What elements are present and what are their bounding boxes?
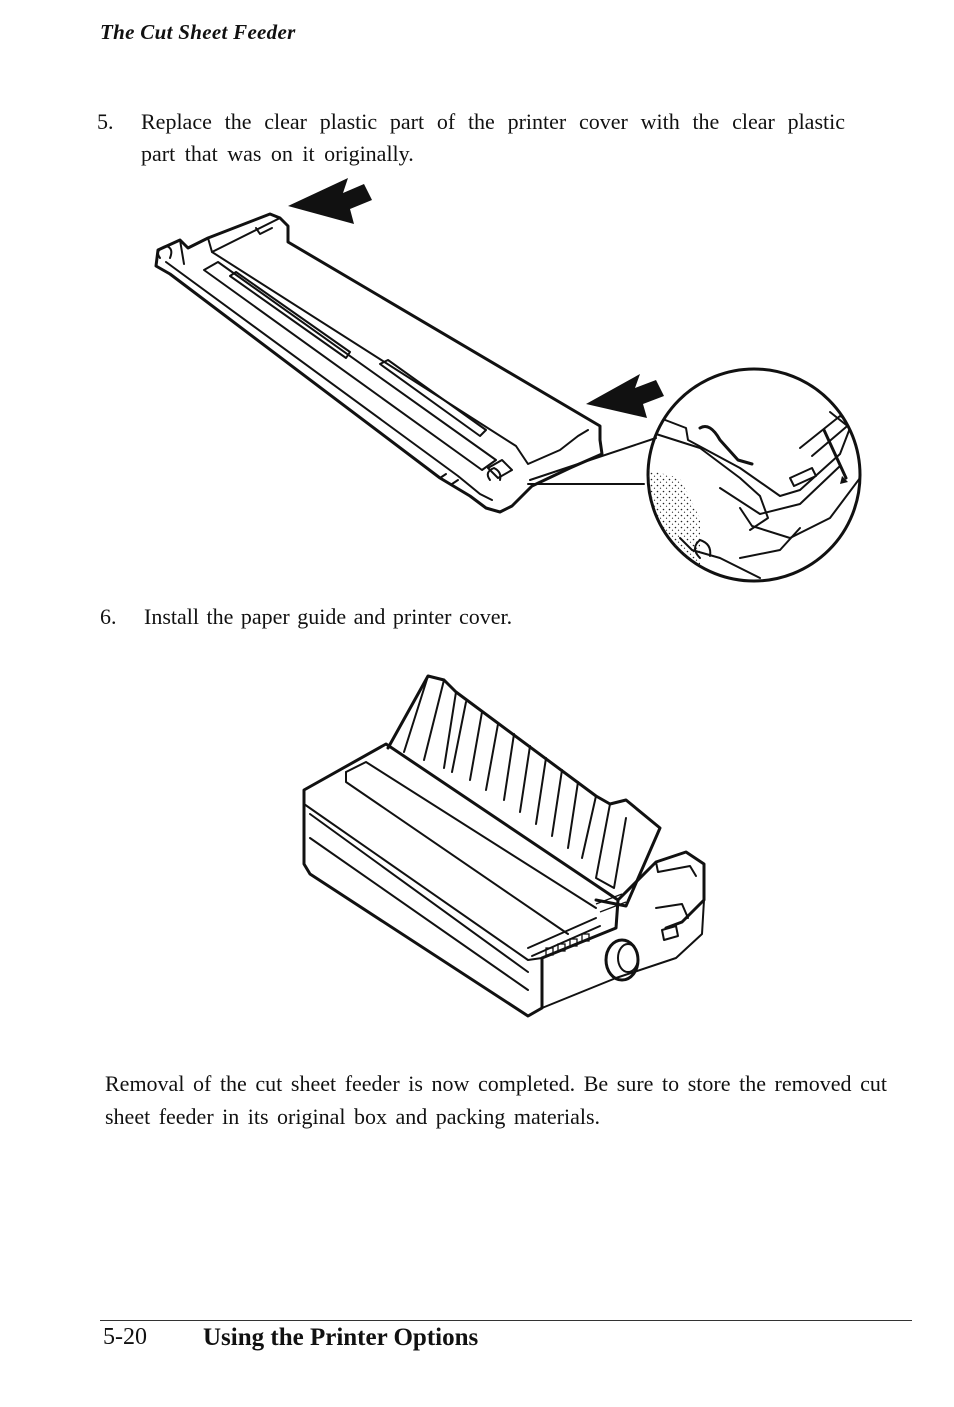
- step-text: Install the paper guide and printer cove…: [144, 604, 513, 629]
- platen-knob-icon: [604, 938, 640, 982]
- footer-rule: [100, 1320, 912, 1321]
- step-text: Replace the clear plastic part of the pr…: [141, 109, 845, 166]
- step-6: 6. Install the paper guide and printer c…: [100, 601, 700, 635]
- printer-drawing: [302, 674, 706, 1018]
- printer-illustration: [302, 674, 706, 1018]
- closing-paragraph: Removal of the cut sheet feeder is now c…: [105, 1071, 887, 1129]
- running-head: The Cut Sheet Feeder: [100, 20, 296, 44]
- arrow-bottom-right-icon: [586, 374, 664, 418]
- footer-section-title: Using the Printer Options: [203, 1324, 479, 1351]
- inset-detail: [646, 367, 862, 583]
- step-number: 6.: [100, 604, 117, 629]
- step-5: 5. Replace the clear plastic part of the…: [97, 106, 849, 176]
- printer-cover-illustration: [154, 178, 862, 583]
- arrow-top-left-icon: [288, 178, 372, 224]
- printer-cover-drawing: [154, 212, 604, 514]
- step-number: 5.: [97, 109, 114, 134]
- page-number: 5-20: [103, 1324, 147, 1350]
